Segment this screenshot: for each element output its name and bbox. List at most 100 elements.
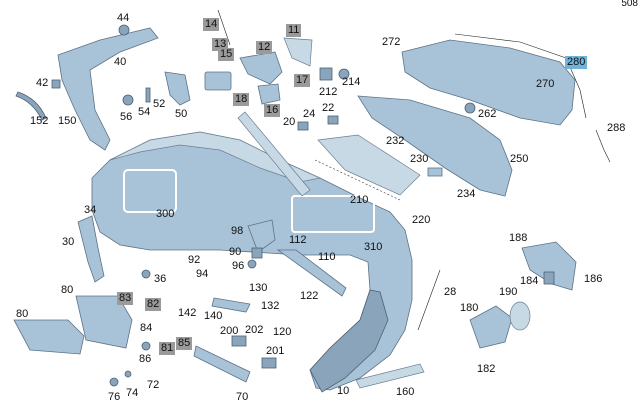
housing-180 [469, 305, 513, 349]
callout-140: 140 [204, 310, 223, 322]
callout-85: 85 [176, 337, 193, 350]
rod-288 [595, 129, 611, 163]
callout-220: 220 [412, 214, 431, 226]
callout-96: 96 [232, 260, 245, 272]
callout-36: 36 [154, 273, 167, 285]
callout-212: 212 [319, 86, 338, 98]
callout-270: 270 [536, 78, 555, 90]
callout-200: 200 [220, 325, 239, 337]
callout-300: 300 [156, 208, 175, 220]
callout-214: 214 [342, 76, 361, 88]
callout-250: 250 [510, 153, 529, 165]
callout-188: 188 [509, 232, 528, 244]
diffuser-250 [357, 95, 513, 197]
part-214 [338, 68, 350, 80]
callout-56: 56 [120, 111, 133, 123]
part-230 [427, 167, 443, 177]
callout-262: 262 [478, 108, 497, 120]
bracket-30 [77, 215, 105, 283]
trim-strip-152 [15, 91, 47, 121]
strip-20 [237, 111, 311, 197]
callout-280: 280 [565, 56, 588, 69]
part-24 [297, 121, 309, 131]
callout-210: 210 [350, 194, 369, 206]
callout-84: 84 [140, 322, 153, 334]
callout-72: 72 [147, 379, 160, 391]
flap-11 [283, 37, 313, 67]
part-262 [464, 102, 476, 114]
flap-12 [239, 51, 283, 85]
sensor-cutout-310 [291, 195, 375, 233]
callout-30: 30 [62, 236, 75, 248]
callout-152: 152 [30, 115, 49, 127]
bumper-upper-surface [109, 131, 322, 183]
grille-210 [317, 134, 421, 196]
callout-201: 201 [266, 345, 285, 357]
callout-16: 16 [264, 104, 281, 117]
part-22 [327, 115, 339, 125]
sensor-cutout-300 [123, 169, 177, 213]
callout-20: 20 [283, 116, 296, 128]
callout-112: 112 [289, 234, 307, 246]
callout-232: 232 [386, 135, 405, 147]
bar-70 [193, 345, 251, 383]
callout-110: 110 [318, 251, 336, 263]
callout-70: 70 [236, 391, 249, 403]
part-90 [251, 247, 263, 259]
part-16 [257, 83, 281, 105]
callout-132: 132 [261, 300, 280, 312]
callout-184: 184 [520, 275, 539, 287]
callout-10: 10 [337, 385, 350, 397]
callout-90: 90 [229, 246, 242, 258]
callout-234: 234 [457, 188, 476, 200]
callout-28: 28 [444, 286, 457, 298]
callout-22: 22 [322, 102, 335, 114]
callout-17: 17 [294, 74, 311, 87]
callout-130: 130 [249, 282, 268, 294]
corner-text: 508 [619, 0, 640, 9]
callout-160: 160 [396, 386, 415, 398]
callout-15: 15 [218, 48, 235, 61]
callout-142: 142 [178, 307, 197, 319]
callout-182: 182 [477, 363, 496, 375]
callout-83: 83 [117, 292, 134, 305]
ring-190 [509, 301, 531, 331]
callout-122: 122 [300, 290, 319, 302]
callout-86: 86 [139, 353, 152, 365]
callout-24: 24 [303, 108, 316, 120]
callout-98: 98 [231, 225, 244, 237]
callout-92: 92 [188, 254, 201, 266]
callout-80-lower: 80 [16, 308, 29, 320]
callout-54: 54 [138, 106, 151, 118]
bracket-98 [247, 219, 276, 253]
part-201 [261, 357, 277, 369]
diffuser-upper-270 [401, 39, 576, 126]
callout-76: 76 [108, 391, 121, 403]
strip-160 [355, 363, 425, 389]
callout-82: 82 [145, 298, 162, 311]
callout-310: 310 [364, 241, 383, 253]
part-18 [204, 71, 232, 91]
callout-12: 12 [256, 41, 273, 54]
part-36 [141, 269, 151, 279]
bracket-50 [164, 71, 191, 106]
callout-44: 44 [117, 12, 130, 24]
callout-14: 14 [203, 18, 220, 31]
bracket-186 [521, 241, 577, 291]
clip-44 [118, 24, 130, 36]
callout-11: 11 [286, 24, 302, 37]
bracket-80-left [13, 319, 85, 355]
part-140 [211, 297, 251, 313]
part-96 [247, 259, 257, 269]
callout-81: 81 [159, 342, 176, 355]
bolt-54 [145, 87, 151, 103]
callout-150: 150 [58, 115, 77, 127]
side-bracket-40 [57, 27, 159, 151]
bracket-80-right [75, 295, 133, 349]
callout-120: 120 [273, 326, 292, 338]
callout-230: 230 [410, 153, 429, 165]
callout-52: 52 [153, 98, 166, 110]
callout-80-upper: 80 [61, 284, 74, 296]
clip-42 [51, 79, 61, 89]
nut-56 [122, 94, 134, 106]
